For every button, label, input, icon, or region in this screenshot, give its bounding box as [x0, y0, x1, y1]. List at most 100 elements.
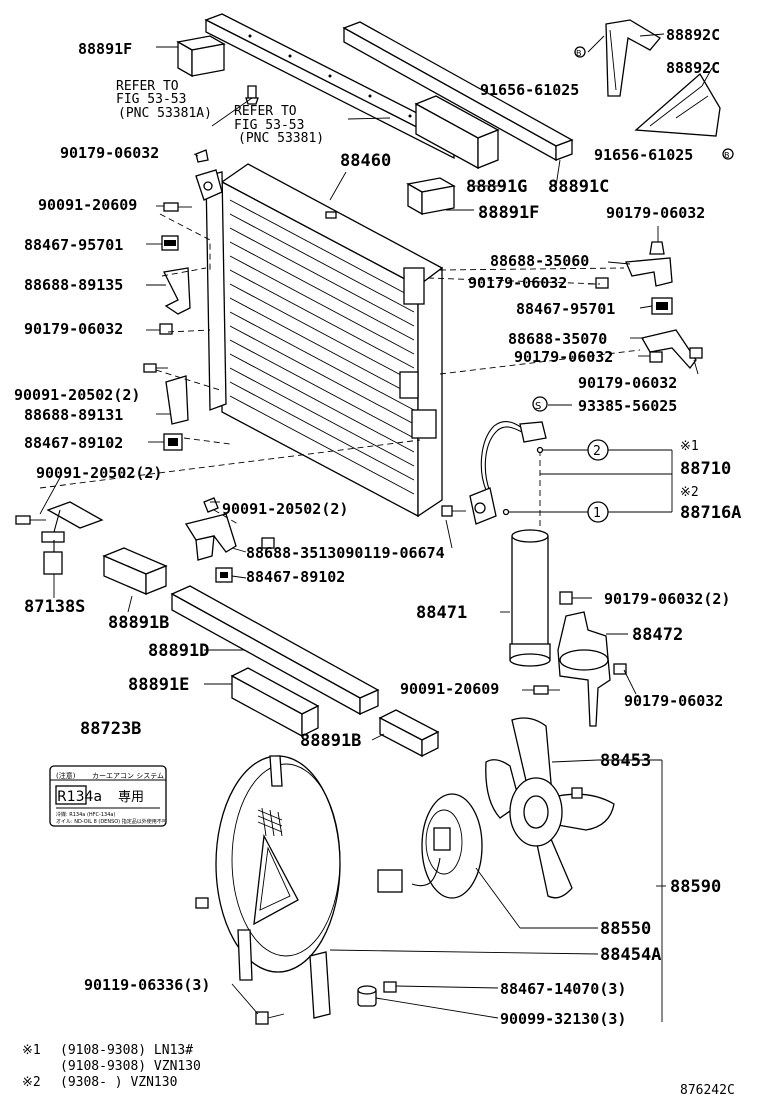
nut-90179-e: [649, 351, 663, 363]
label-88550: 88550: [600, 919, 651, 939]
seal-block-88891F-top: [176, 35, 226, 78]
svg-text:B: B: [576, 49, 582, 58]
label-88590: 88590: [670, 877, 721, 897]
label-88891B-b: 88891B: [300, 731, 361, 751]
label-card-header-right: カーエアコン システム: [92, 772, 164, 780]
label-90179-06032-a: 90179-06032: [60, 144, 159, 162]
label-90119-06336: 90119-06336(3): [84, 976, 210, 994]
nut-90179-c-right: [595, 277, 609, 289]
bolt-90091-20609-a: [163, 202, 192, 212]
label-card-small-line2: オイル: ND-OIL 8 (DENSO) 指定品以外使用不可: [56, 818, 167, 825]
label-card-small-line1: 冷媒: R134a (HFC-134a): [56, 811, 115, 818]
label-88688-3513090119-06674: 88688-3513090119-06674: [246, 544, 445, 562]
nut-90179-c: [159, 323, 173, 335]
label-88688-35060: 88688-35060: [490, 252, 589, 270]
label-88467-95701-a: 88467-95701: [24, 236, 123, 254]
nut-88467-14070: [383, 981, 397, 993]
clip-91656-upper: [574, 46, 586, 58]
label-88460: 88460: [340, 151, 391, 171]
label-90179-06032-c: 90179-06032: [468, 274, 567, 292]
cushion-88467-89102-b: [215, 567, 233, 583]
label-90091-20609-a: 90091-20609: [38, 196, 137, 214]
nut-90179-h: [613, 663, 627, 675]
bolt-90091-20502-c: [15, 515, 46, 525]
bracket-88688-89135: [163, 267, 191, 315]
label-88688-35070: 88688-35070: [508, 330, 607, 348]
label-88891C: 88891C: [548, 177, 609, 197]
seal-block-88891B-left: [102, 547, 168, 595]
discharge-pipe-88710: [480, 420, 547, 493]
label-88891F-top: 88891F: [78, 40, 132, 58]
legend-row1-mark: ※1: [22, 1043, 41, 1058]
label-card-main-right: 専用: [118, 790, 144, 805]
screw-93385-56025: S: [532, 396, 548, 412]
label-88454A: 88454A: [600, 945, 661, 965]
label-93385-56025: 93385-56025: [578, 397, 677, 415]
label-90091-20502-b: 90091-20502(2): [36, 464, 162, 482]
legend-row2-text: (9108-9308) VZN130: [60, 1059, 201, 1074]
svg-text:S: S: [535, 401, 541, 412]
clip-91656-lower: [722, 148, 734, 160]
seal-block-88891B-right: [378, 709, 440, 758]
label-90179-06032-d: 90179-06032: [24, 320, 123, 338]
ref2-line3: (PNC 53381): [238, 131, 324, 146]
bolt-90091-20609-b: [533, 685, 560, 695]
diagram-code: 876242C: [680, 1083, 735, 1098]
ref1-line2: FIG 53-53: [116, 92, 186, 107]
bracket-88688-35130: [184, 513, 237, 561]
seal-block-88891E: [230, 667, 320, 738]
label-87138S: 87138S: [24, 597, 85, 617]
seal-strip-upper: [204, 13, 472, 160]
svg-text:B: B: [724, 151, 730, 160]
label-88467-89102-a: 88467-89102: [24, 434, 123, 452]
receiver-dryer-88471: [509, 529, 551, 667]
label-90091-20609-b: 90091-20609: [400, 680, 499, 698]
leader-lines: [39, 33, 713, 1022]
note-x1-marker: ※1: [680, 439, 699, 454]
label-91656-61025-1: 91656-61025: [480, 81, 579, 99]
seal-block-88891F-mid: [406, 177, 456, 216]
nut-90179-g: [559, 591, 573, 605]
label-88892C-2: 88892C: [666, 59, 720, 77]
label-88472: 88472: [632, 625, 683, 645]
legend-row1-text: (9108-9308) LN13#: [60, 1043, 193, 1058]
bolt-90119-06674: [441, 505, 466, 517]
condenser-88460: [205, 163, 444, 518]
ref1-line1: REFER TO: [116, 79, 179, 94]
label-88891E: 88891E: [128, 675, 189, 695]
label-88891G: 88891G: [466, 177, 527, 197]
legend-row3-mark: ※2: [22, 1075, 41, 1090]
seal-strip-88891C: [342, 21, 574, 162]
label-88891D: 88891D: [148, 641, 209, 661]
bracket-88892C-upper: [605, 19, 661, 97]
seal-block-88891G: [414, 95, 500, 170]
bracket-88688-35060: [625, 257, 673, 287]
label-88716A: 88716A: [680, 503, 741, 523]
label-88891B-a: 88891B: [108, 613, 169, 633]
cushion-88467-95701-a: [161, 235, 179, 251]
label-90179-06032-e: 90179-06032: [514, 348, 613, 366]
nut-near-88688-35130: [261, 537, 275, 549]
label-90179-06032-g: 90179-06032(2): [604, 590, 730, 608]
bolt-left-shroud: [195, 897, 209, 909]
label-88467-95701-b: 88467-95701: [516, 300, 615, 318]
label-88892C-1: 88892C: [666, 26, 720, 44]
label-88467-89102-b: 88467-89102: [246, 568, 345, 586]
pressure-switch-87138S: [41, 501, 104, 575]
legend-row3-text: (9308- ) VZN130: [60, 1075, 177, 1090]
ref2-line2: FIG 53-53: [234, 118, 304, 133]
bracket-88472: [557, 611, 611, 727]
caution-label-88723B: [49, 765, 167, 827]
bolt-90091-20502-a: [143, 363, 168, 373]
note-x2-marker: ※2: [680, 485, 699, 500]
fan-shroud-88454A: [215, 755, 341, 1019]
label-90179-06032-b: 90179-06032: [606, 204, 705, 222]
liquid-pipe-88716A: [469, 487, 497, 525]
bolt-90119-06336: [255, 1011, 285, 1025]
label-91656-61025-2: 91656-61025: [594, 146, 693, 164]
label-88467-14070: 88467-14070(3): [500, 980, 626, 998]
condenser-bracket-top-left: [195, 169, 223, 201]
label-88688-89135: 88688-89135: [24, 276, 123, 294]
